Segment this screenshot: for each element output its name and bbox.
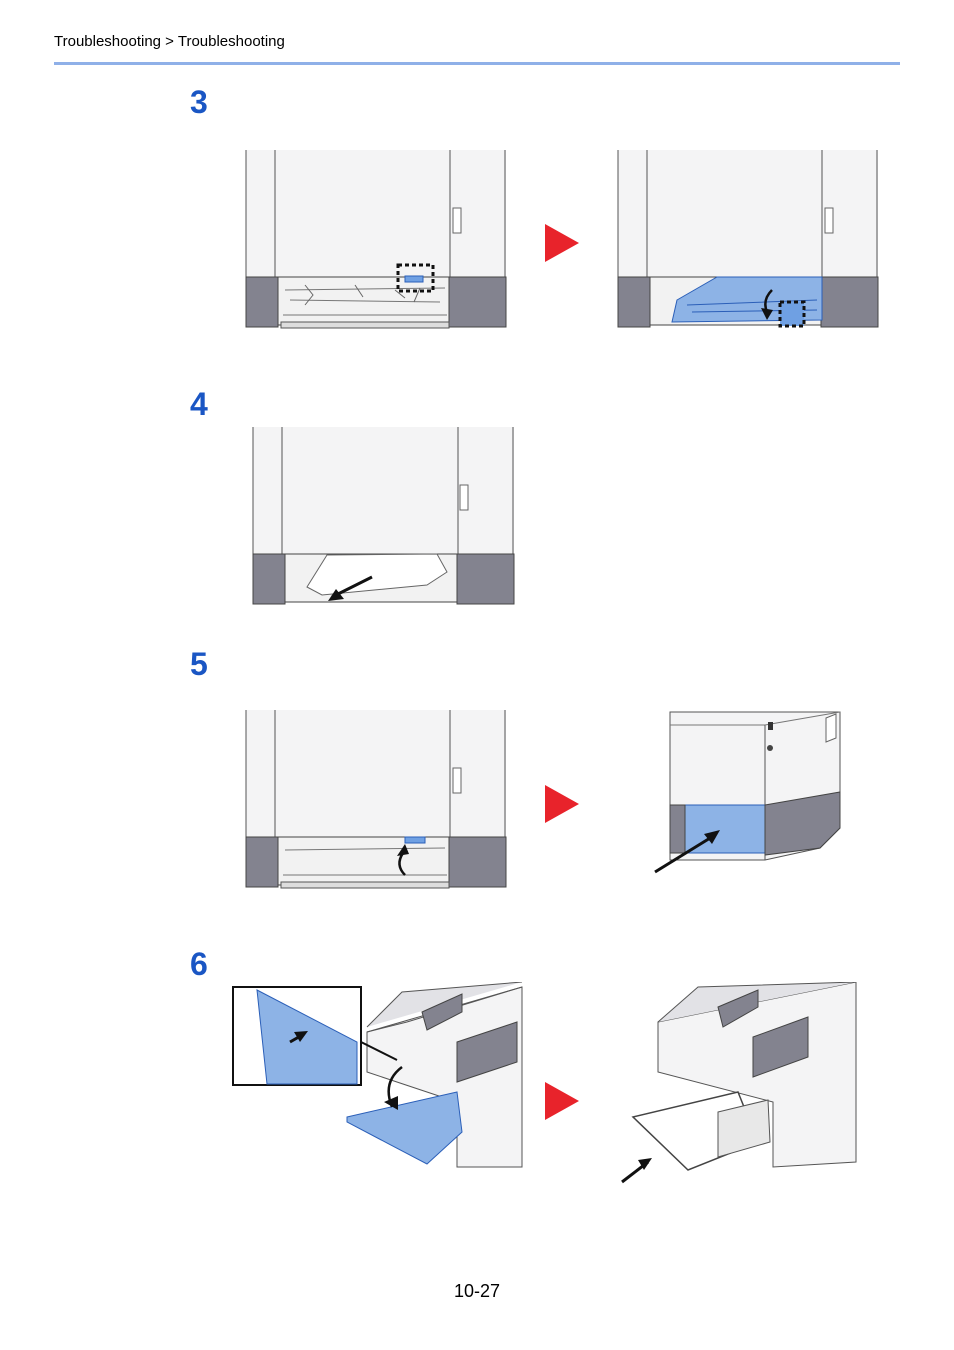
illustration-step3-open-cover (617, 150, 879, 332)
illustration-step5-close-cover (245, 710, 507, 892)
illustration-step6-open-mp-tray (232, 982, 524, 1168)
illustration-step6-load-paper (618, 982, 858, 1184)
illustration-step5-insert-tray (650, 710, 845, 878)
step-number-3: 3 (190, 84, 208, 121)
step-number-5: 5 (190, 646, 208, 683)
breadcrumb: Troubleshooting > Troubleshooting (54, 33, 285, 50)
page-number: 10-27 (0, 1281, 954, 1302)
step-number-6: 6 (190, 946, 208, 983)
illustration-step3-release-lever (245, 150, 507, 332)
arrow-right-icon (545, 1082, 579, 1120)
header-rule (54, 62, 900, 65)
step-number-4: 4 (190, 386, 208, 423)
arrow-right-icon (545, 224, 579, 262)
arrow-right-icon (545, 785, 579, 823)
illustration-step4-remove-paper (252, 427, 515, 607)
